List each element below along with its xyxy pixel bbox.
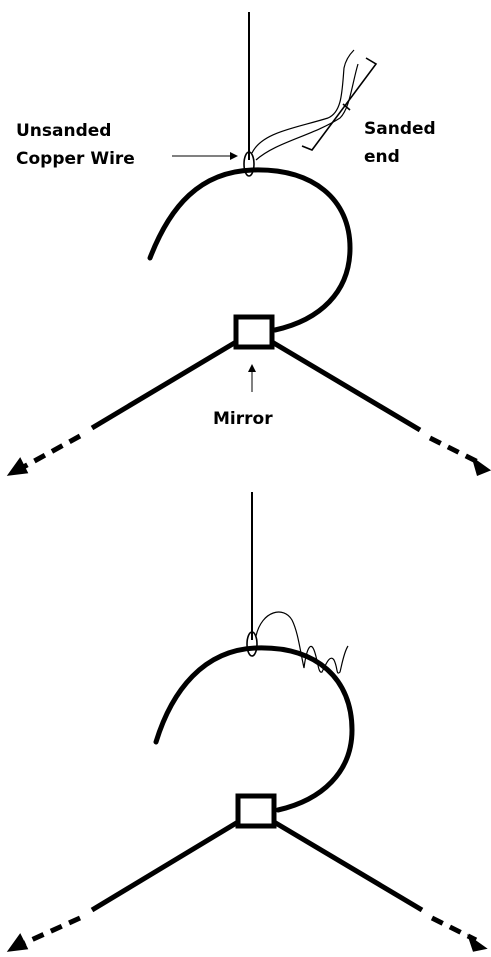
top-arrow-right	[471, 456, 491, 477]
bottom-wire-coil	[255, 611, 349, 674]
bottom-arrow-left	[6, 933, 29, 952]
bottom-beam-left-dashed	[16, 915, 82, 949]
sanded-end-bracket	[301, 57, 378, 151]
top-beam-right-dashed	[428, 435, 480, 465]
bottom-mirror	[235, 793, 277, 829]
top-beam-left	[90, 339, 238, 431]
label-mirror: Mirror	[213, 409, 273, 429]
bottom-hook	[153, 645, 355, 813]
label-sanded-line1: Sanded	[364, 119, 436, 139]
top-beam-right	[270, 339, 422, 433]
bottom-wire-loop	[246, 631, 258, 657]
bottom-beam-right	[272, 819, 424, 913]
sanded-end-tick	[342, 103, 351, 111]
top-hook	[147, 167, 353, 333]
top-panel: Unsanded Copper Wire Sanded end Mirror	[6, 12, 491, 477]
top-sanded-wire-inner	[255, 63, 359, 161]
bottom-beam-left	[90, 819, 240, 913]
top-beam-left-dashed	[16, 433, 82, 473]
bottom-arrow-right	[467, 934, 488, 952]
top-mirror	[233, 314, 275, 350]
label-unsanded-line1: Unsanded	[16, 121, 111, 141]
top-sanded-wire	[251, 49, 355, 154]
label-unsanded-line2: Copper Wire	[16, 149, 135, 169]
label-sanded-line2: end	[364, 147, 400, 167]
bottom-panel	[6, 492, 488, 952]
top-wire-loop	[243, 151, 255, 177]
top-arrow-left	[6, 457, 29, 476]
